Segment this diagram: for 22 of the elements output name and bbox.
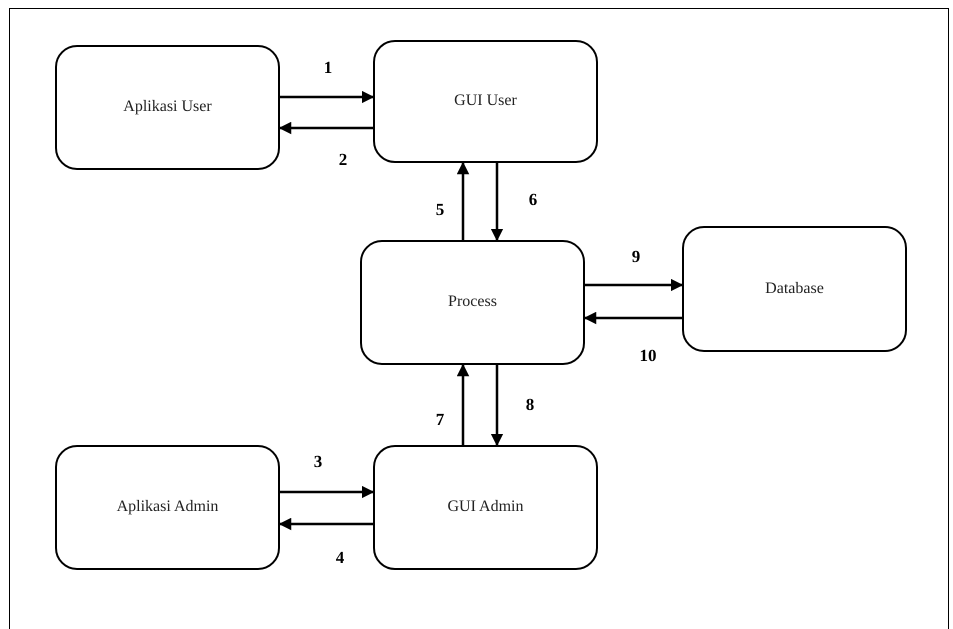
- box-label: GUI User: [454, 91, 517, 112]
- arrow: [278, 518, 373, 530]
- arrow: [456, 162, 470, 240]
- process-box: [682, 226, 907, 352]
- process-box: [373, 445, 598, 570]
- process-box: [373, 40, 598, 163]
- box-label: Process: [448, 292, 497, 312]
- arrow: [280, 90, 374, 104]
- arrow: [280, 486, 374, 498]
- box-label: Database: [765, 278, 824, 299]
- arrow: [585, 278, 684, 292]
- arrow: [584, 312, 682, 324]
- process-box: [55, 445, 280, 570]
- box-label: Aplikasi User: [123, 97, 212, 118]
- arrow: [278, 122, 373, 134]
- process-box: [55, 45, 280, 170]
- arrow: [490, 163, 504, 242]
- box-label: GUI Admin: [448, 497, 524, 518]
- arrow: [456, 364, 470, 445]
- process-box: [360, 240, 585, 365]
- box-label: Aplikasi Admin: [116, 497, 218, 518]
- arrow: [490, 365, 504, 446]
